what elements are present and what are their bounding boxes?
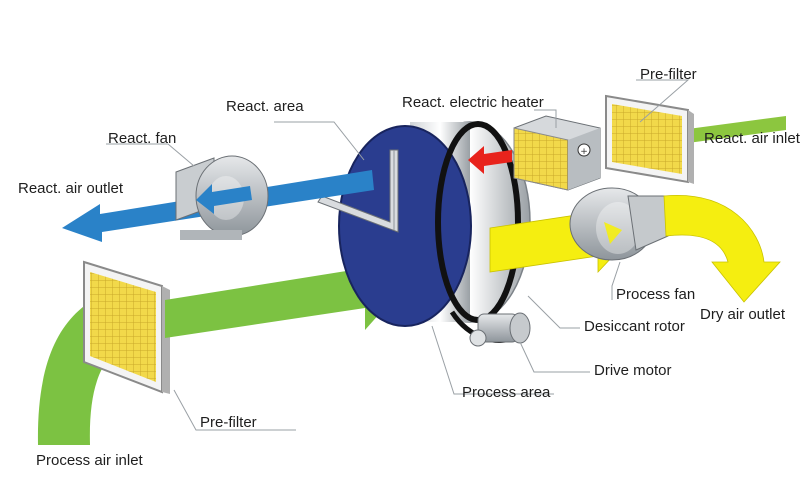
svg-text:+: +	[580, 147, 588, 157]
desiccant-rotor	[317, 121, 531, 327]
react-fan-blue-arrow	[196, 184, 252, 214]
react-electric-heater: +	[513, 115, 601, 191]
process-air-arrow	[165, 248, 404, 338]
label-dry-air-outlet: Dry air outlet	[700, 306, 786, 323]
heated-air-arrow	[468, 146, 512, 174]
label-process-fan: Process fan	[616, 286, 696, 303]
pre-filter-bottom	[83, 260, 170, 394]
label-react-air-outlet: React. air outlet	[18, 180, 124, 197]
label-desiccant-rotor: Desiccant rotor	[584, 318, 685, 335]
label-react-electric-heater: React. electric heater	[402, 94, 544, 111]
label-drive-motor: Drive motor	[594, 362, 672, 379]
label-process-air-inlet: Process air inlet	[36, 452, 143, 469]
label-react-fan: React. fan	[108, 130, 177, 147]
dry-air-inner-arrow	[604, 222, 622, 244]
label-pre-filter-bottom: Pre-filter	[200, 414, 257, 431]
leader-lines	[106, 79, 690, 431]
label-pre-filter-top: Pre-filter	[640, 66, 697, 83]
label-process-area: Process area	[462, 384, 551, 401]
dry-air-outlet-arrow	[663, 195, 781, 303]
drive-motor	[449, 310, 531, 347]
pre-filter-top	[605, 94, 694, 184]
label-react-air-inlet: React. air inlet	[704, 130, 800, 147]
process-fan	[569, 187, 669, 261]
label-react-area: React. area	[226, 98, 304, 115]
